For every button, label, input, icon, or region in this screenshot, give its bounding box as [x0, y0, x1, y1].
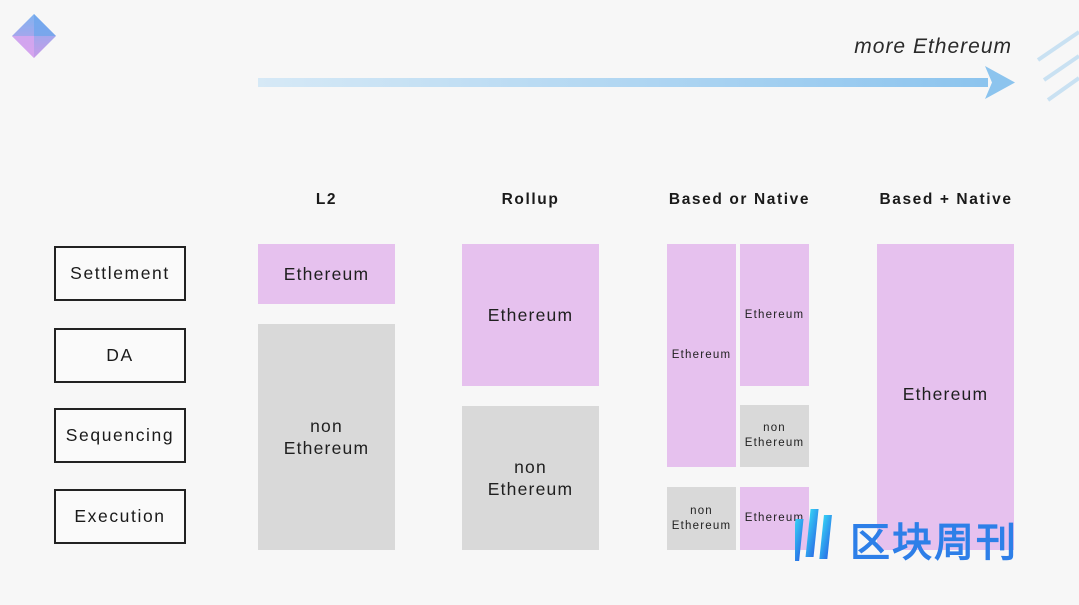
watermark-text: 区块周刊 [850, 520, 1018, 566]
l2-non-ethereum-block: non Ethereum [258, 324, 395, 550]
column-title-l2: L2 [315, 191, 338, 208]
decorative-lines-icon [1036, 30, 1079, 102]
rollup-non-ethereum-block: non Ethereum [462, 406, 599, 550]
watermark-logo-icon [795, 509, 832, 561]
based-native-tall-ethereum-block: Ethereum [667, 244, 736, 467]
based-native-tall-ethereum-label: Ethereum [671, 349, 732, 362]
logo-diamond-icon [12, 14, 56, 58]
rollup-non-ethereum-label: non Ethereum [487, 456, 574, 499]
based-native-top-ethereum-block: Ethereum [740, 244, 809, 386]
based-plus-native-ethereum-block: Ethereum [877, 244, 1014, 550]
layer-settlement: Settlement [54, 246, 186, 301]
based-native-mid-non-ethereum-block: non Ethereum [740, 405, 809, 467]
l2-ethereum-block: Ethereum [258, 244, 395, 304]
column-title-based-plus-native: Based + Native [879, 191, 1013, 208]
l2-ethereum-label: Ethereum [283, 263, 370, 284]
based-native-top-ethereum-label: Ethereum [744, 308, 805, 321]
rollup-ethereum-block: Ethereum [462, 244, 599, 386]
layer-execution: Execution [54, 489, 186, 544]
direction-label: more Ethereum [854, 35, 1012, 58]
rollup-ethereum-label: Ethereum [487, 304, 574, 325]
layer-sequencing: Sequencing [54, 408, 186, 463]
based-native-mid-non-ethereum-label: non Ethereum [744, 422, 805, 449]
column-title-based-or-native: Based or Native [668, 191, 811, 208]
based-native-bottom-ethereum-label: Ethereum [744, 512, 805, 525]
based-plus-native-ethereum-label: Ethereum [902, 383, 989, 404]
direction-arrow-icon [258, 66, 1015, 99]
column-title-rollup: Rollup [501, 191, 560, 208]
based-native-bottom-non-ethereum-label: non Ethereum [671, 504, 732, 532]
based-native-bottom-non-ethereum-block: non Ethereum [667, 487, 736, 550]
layer-da: DA [54, 328, 186, 383]
l2-non-ethereum-label: non Ethereum [283, 415, 370, 458]
